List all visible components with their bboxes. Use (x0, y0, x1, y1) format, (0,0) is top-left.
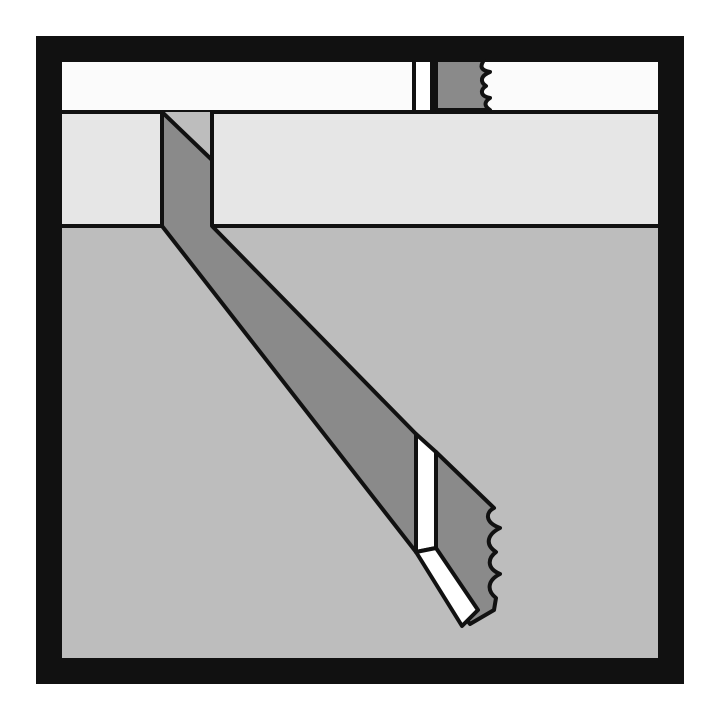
top-board-strip (62, 62, 658, 110)
blade-bottom-bevel (414, 546, 480, 628)
middle-board (62, 114, 658, 224)
blade-back-edge (414, 432, 438, 554)
upper-blade (412, 58, 492, 114)
